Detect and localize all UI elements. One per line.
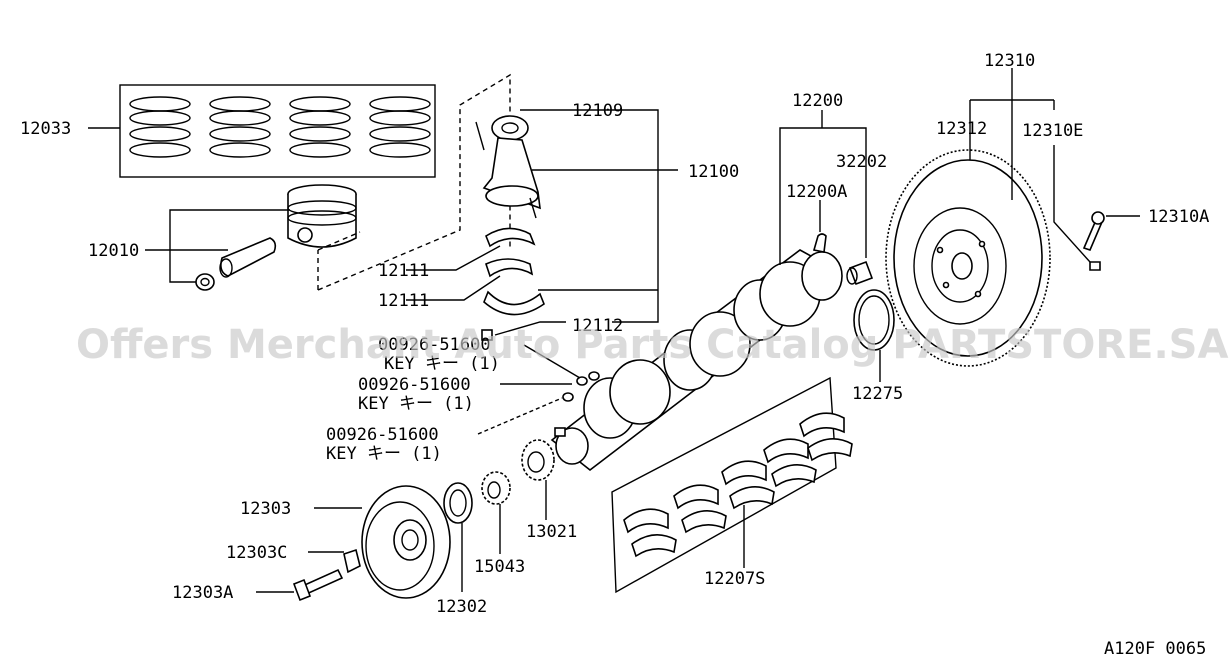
connecting-rod[interactable] (475, 115, 541, 219)
front-oil-seal[interactable] (443, 482, 473, 524)
label-12100: 12100 (688, 162, 739, 182)
crank-key-lower[interactable] (562, 392, 574, 402)
label-key-part-1: 00926-51600 (378, 335, 491, 355)
label-12303C: 12303C (226, 543, 287, 563)
flywheel-bolt[interactable] (1082, 211, 1105, 251)
label-12010: 12010 (88, 241, 139, 261)
crank-pulley[interactable] (361, 485, 451, 599)
crank-sprocket[interactable] (521, 439, 555, 481)
watermark: Offers Merchant Auto Parts Catalog PARTS… (76, 322, 1228, 368)
pulley-bolt[interactable] (292, 568, 344, 602)
main-bearing-set[interactable] (611, 376, 853, 594)
label-12200A: 12200A (786, 182, 847, 202)
label-12312: 12312 (936, 119, 987, 139)
dowel-pin[interactable] (1089, 261, 1101, 271)
label-12111-upper: 12111 (378, 261, 429, 281)
label-key-desc-2: KEY キー (1) (358, 394, 474, 414)
label-12275: 12275 (852, 384, 903, 404)
label-12310A: 12310A (1148, 207, 1209, 227)
label-32202: 32202 (836, 152, 887, 172)
label-key-part-3: 00926-51600 (326, 425, 439, 445)
label-13021: 13021 (526, 522, 577, 542)
label-key-desc-3: KEY キー (1) (326, 444, 442, 464)
piston-pin[interactable] (219, 237, 277, 278)
label-12111-lower: 12111 (378, 291, 429, 311)
label-key-part-2: 00926-51600 (358, 375, 471, 395)
label-key-desc-1: KEY キー (1) (384, 354, 500, 374)
diagram-code: A120F 0065 (1104, 639, 1206, 659)
snap-ring[interactable] (195, 273, 215, 291)
piston-ring-set[interactable] (119, 84, 436, 178)
rod-bearing-lower[interactable] (485, 258, 534, 278)
crankshaft[interactable] (550, 249, 843, 472)
pulley-washer[interactable] (343, 548, 361, 574)
rod-cap[interactable] (481, 290, 545, 341)
pilot-bushing-pin[interactable] (812, 233, 827, 253)
crank-key-upper[interactable] (576, 371, 600, 386)
label-12207S: 12207S (704, 569, 765, 589)
label-12303: 12303 (240, 499, 291, 519)
oil-pump-gear[interactable] (481, 471, 511, 505)
label-12310: 12310 (984, 51, 1035, 71)
pilot-bushing[interactable] (846, 260, 874, 286)
rear-oil-seal[interactable] (853, 289, 895, 351)
flywheel[interactable] (885, 149, 1051, 367)
label-15043: 15043 (474, 557, 525, 577)
label-12310E: 12310E (1022, 121, 1083, 141)
label-12112: 12112 (572, 316, 623, 336)
label-12303A: 12303A (172, 583, 233, 603)
piston[interactable] (287, 184, 357, 248)
label-12109: 12109 (572, 101, 623, 121)
label-12200: 12200 (792, 91, 843, 111)
rod-bearing-upper[interactable] (485, 227, 536, 248)
label-12033: 12033 (20, 119, 71, 139)
label-12302: 12302 (436, 597, 487, 617)
